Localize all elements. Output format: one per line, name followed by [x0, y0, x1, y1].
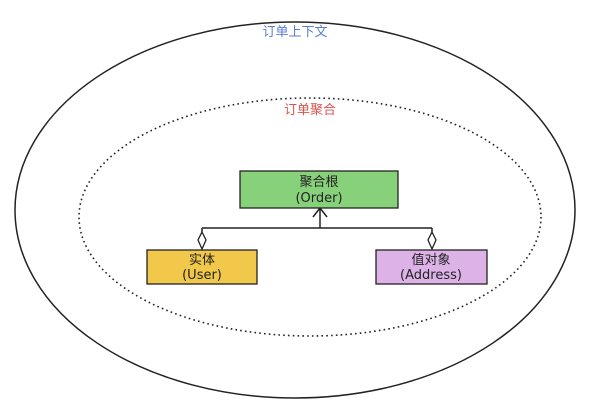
- entity-diamond-icon: [197, 230, 207, 251]
- aggregate-boundary: [78, 97, 542, 337]
- value-object-title: 值对象: [411, 252, 450, 268]
- entity-subtitle: (User): [182, 268, 222, 283]
- aggregate-root-box: 聚合根 (Order): [239, 170, 399, 209]
- aggregate-label: 订单聚合: [284, 103, 336, 118]
- value-object-box: 值对象 (Address): [375, 249, 488, 285]
- entity-box: 实体 (User): [146, 249, 258, 285]
- bounded-context-boundary: [14, 21, 576, 399]
- aggregate-root-rect: [239, 170, 399, 209]
- composition-connectors: [201, 209, 433, 232]
- aggregate-root-subtitle: (Order): [295, 191, 342, 206]
- entity-rect: [146, 249, 258, 285]
- entity-title: 实体: [189, 253, 215, 268]
- value-object-subtitle: (Address): [400, 268, 462, 283]
- value-object-diamond-icon: [427, 230, 437, 251]
- aggregate-root-title: 聚合根: [299, 175, 338, 190]
- value-object-rect: [375, 249, 488, 285]
- bounded-context-label: 订单上下文: [262, 25, 327, 40]
